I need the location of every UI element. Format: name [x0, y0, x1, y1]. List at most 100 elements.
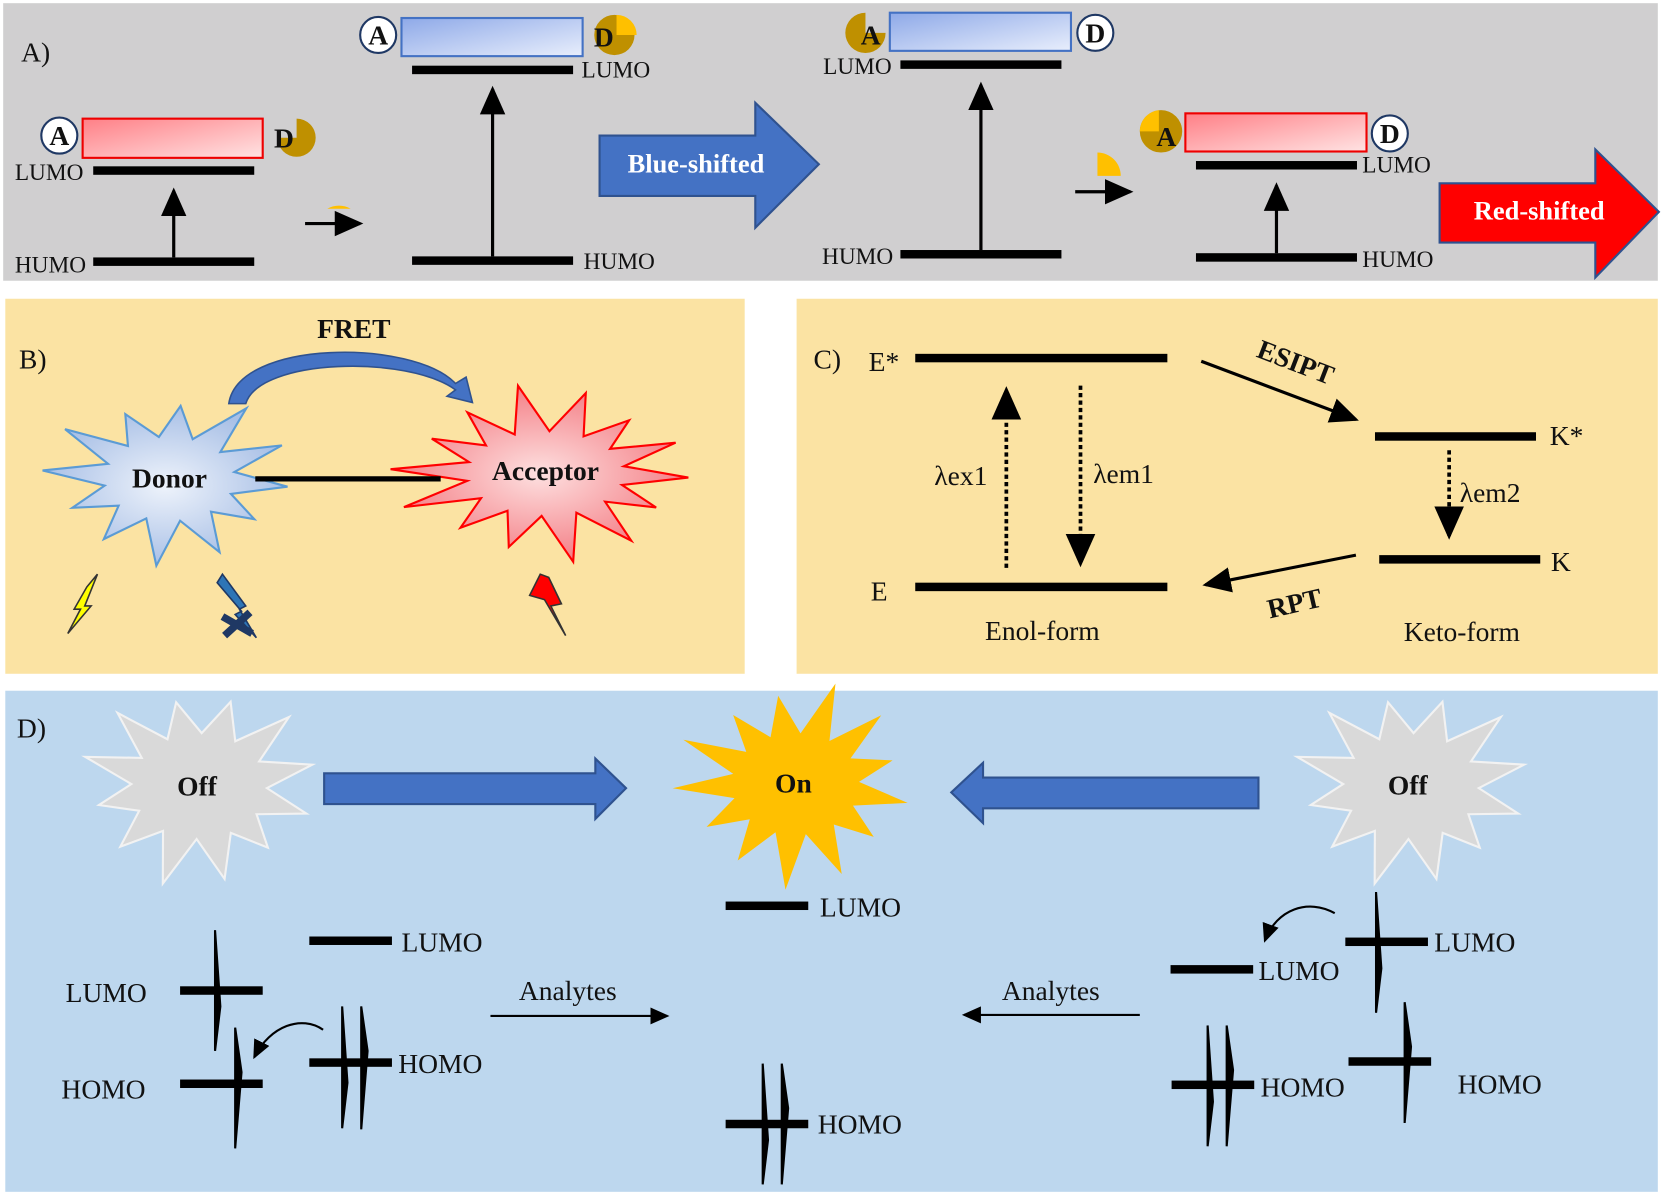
spin-down-electron — [1206, 1025, 1214, 1147]
fluorophore-box-blue — [400, 16, 584, 58]
panel-c-label: C) — [814, 344, 842, 375]
molecule-red: A D — [40, 116, 316, 159]
on-starburst — [672, 683, 908, 890]
donor-starburst — [42, 403, 288, 569]
donor-letter: D — [274, 122, 294, 153]
analyte-wedge-icon — [327, 205, 351, 209]
esipt-arrow — [1200, 359, 1359, 423]
bound-analyte-wedge-icon — [1139, 110, 1159, 132]
lumo-label: LUMO — [582, 57, 651, 83]
red-lightning-icon — [528, 573, 567, 637]
homo-label: HOMO — [1458, 1068, 1542, 1099]
red-shifted-arrow: Red-shifted — [1438, 146, 1661, 281]
spin-up-electron — [234, 1027, 243, 1149]
fluorophore-box-red — [1184, 112, 1368, 153]
right-orbital-diagram: LUMO HOMO LUMO HOMO — [1170, 891, 1542, 1147]
humo-label: HUMO — [15, 252, 86, 278]
fluorophore-box-blue — [888, 11, 1073, 52]
homo-level — [309, 1058, 392, 1067]
panel-b: B) FRET Donor Acceptor — [5, 298, 745, 674]
analytes-label-left: Analytes — [519, 975, 617, 1006]
lumo-level — [309, 936, 392, 945]
donor-letter: D — [1380, 118, 1400, 149]
lumo-label: LUMO — [1434, 926, 1515, 957]
spin-up-electron — [1225, 1025, 1235, 1147]
lumo-label: LUMO — [401, 926, 482, 957]
lumo-label: LUMO — [820, 891, 901, 922]
acceptor-pacman-icon — [845, 12, 886, 53]
lumo-label: LUMO — [1258, 955, 1339, 986]
analytes-label-right: Analytes — [1002, 975, 1100, 1006]
lumo-level — [1345, 937, 1428, 947]
humo-label: HUMO — [1362, 247, 1433, 273]
homo-level — [1171, 1080, 1255, 1090]
fluorophore-box-red — [81, 117, 264, 159]
panel-d: D) Off On Off LUMO HOMO LUMO HOMO Analyt… — [5, 683, 1658, 1192]
humo-level — [412, 256, 574, 265]
panel-a: A) A D LUMO HUMO A D LUMO HUMO Blue-shif… — [3, 3, 1661, 281]
homo-label: HOMO — [398, 1048, 482, 1079]
lumo-level — [180, 986, 263, 995]
panel-a-label: A) — [21, 36, 50, 67]
spin-up-electron — [360, 1006, 369, 1130]
acceptor-letter: A — [368, 19, 388, 50]
panel-b-label: B) — [19, 344, 47, 375]
spin-down-electron — [761, 1063, 770, 1185]
homo-level — [1348, 1057, 1432, 1066]
humo-label: HUMO — [584, 249, 655, 275]
homo-label: HOMO — [818, 1109, 902, 1140]
off-label-left: Off — [177, 771, 218, 802]
keto-form-label: Keto-form — [1404, 616, 1520, 647]
acceptor-starburst — [390, 382, 689, 565]
panel-d-label: D) — [17, 712, 46, 743]
electron-transfer-arrow — [1262, 905, 1336, 943]
electron-transfer-arrow — [253, 1022, 324, 1060]
right-block-arrow — [323, 756, 628, 822]
lumo-level — [93, 166, 255, 175]
lumo-level — [725, 901, 809, 911]
lambda-em1-label: λem1 — [1093, 458, 1154, 489]
donor-label: Donor — [132, 462, 207, 493]
off-starburst-right — [1293, 699, 1529, 887]
lambda-ex1-label: λex1 — [934, 460, 987, 491]
homo-level — [180, 1079, 263, 1089]
on-label: On — [775, 767, 812, 798]
donor-circle — [1076, 13, 1115, 52]
acceptor-circle — [359, 15, 398, 55]
humo-label: HUMO — [822, 244, 893, 270]
e-level — [915, 582, 1168, 592]
lumo-label: LUMO — [1362, 153, 1431, 179]
spin-up-electron — [1403, 1002, 1413, 1124]
k-star-level — [1374, 432, 1537, 441]
blue-shifted-arrow: Blue-shifted — [598, 100, 821, 231]
lumo-label: LUMO — [823, 54, 892, 80]
homo-label: HOMO — [1261, 1071, 1345, 1102]
humo-level — [1195, 253, 1357, 262]
k-label: K — [1551, 546, 1571, 577]
acceptor-circle — [40, 116, 79, 155]
acceptor-letter: A — [1156, 121, 1176, 152]
donor-letter: D — [1085, 17, 1105, 48]
spin-up-electron — [780, 1063, 790, 1185]
lumo-level — [900, 60, 1062, 69]
spin-down-electron — [1374, 891, 1383, 1013]
acceptor-letter: A — [861, 19, 881, 50]
quenched-cross-icon — [220, 609, 254, 639]
acceptor-label: Acceptor — [492, 455, 599, 486]
left-orbital-diagram: LUMO HOMO LUMO HOMO — [61, 926, 483, 1149]
humo-level — [900, 250, 1062, 259]
homo-label: HOMO — [61, 1074, 145, 1105]
donor-pacman-icon — [277, 118, 316, 157]
e-star-level — [915, 353, 1168, 363]
analyte-wedge-icon — [1097, 152, 1121, 176]
lambda-em2-label: λem2 — [1460, 477, 1521, 508]
enol-form-label: Enol-form — [985, 615, 1100, 646]
e-star-label: E* — [869, 346, 900, 377]
spin-down-electron — [213, 930, 222, 1052]
yellow-lightning-icon — [67, 573, 99, 635]
lumo-label: LUMO — [15, 160, 84, 186]
blue-shifted-label: Blue-shifted — [628, 149, 765, 179]
panel-c: C) E* E λex1 λem1 ESIPT K* λem2 K RPT En… — [796, 298, 1658, 674]
k-level — [1379, 555, 1541, 564]
